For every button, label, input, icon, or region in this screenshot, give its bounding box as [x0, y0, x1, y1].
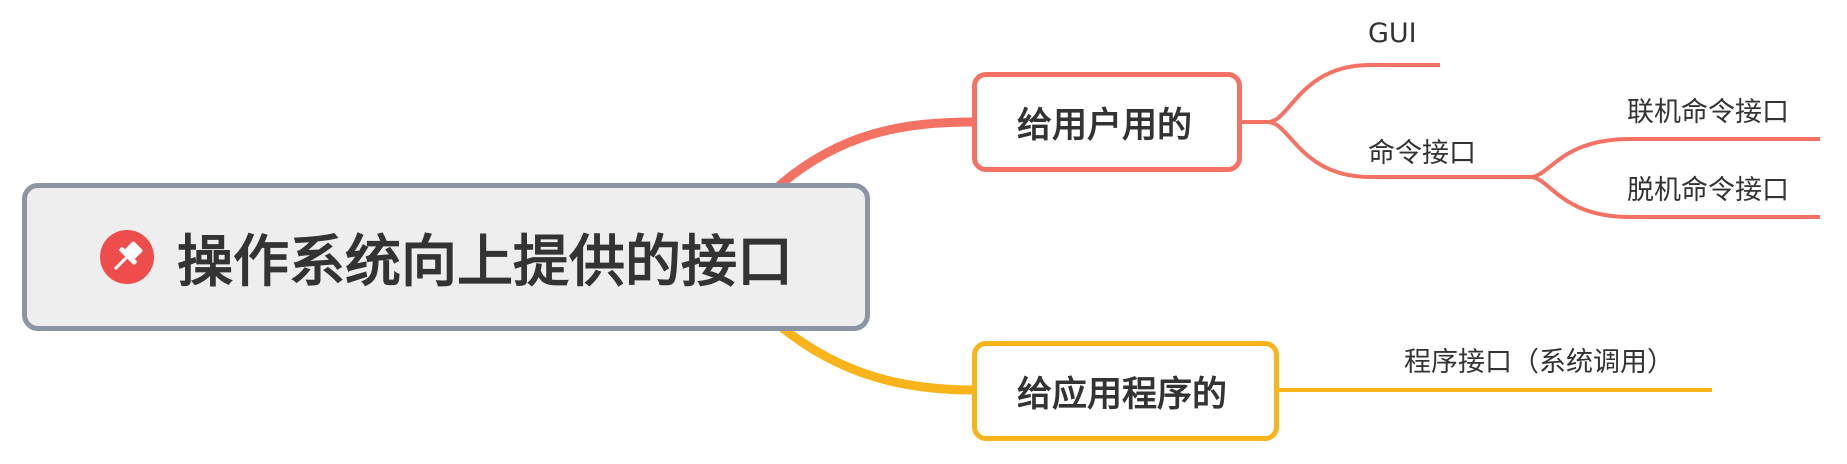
- connector-users-to-command: [1267, 120, 1530, 179]
- leaf-command-interface[interactable]: 命令接口: [1368, 138, 1476, 169]
- leaf-offline-command-interface[interactable]: 脱机命令接口: [1627, 175, 1789, 206]
- branch-label-users: 给用户用的: [1017, 105, 1193, 146]
- connector-root-to-users: [775, 117, 979, 190]
- connector-root-to-apps: [775, 321, 979, 395]
- connector-users-to-gui: [1242, 63, 1440, 124]
- root-topic[interactable]: 操作系统向上提供的接口: [22, 183, 870, 331]
- pin-icon: [99, 229, 155, 285]
- leaf-program-interface[interactable]: 程序接口（系统调用）: [1404, 347, 1674, 378]
- root-title: 操作系统向上提供的接口: [177, 229, 793, 295]
- branch-node-users[interactable]: 给用户用的: [972, 72, 1242, 172]
- connector-command-to-offline: [1529, 175, 1820, 219]
- connector-command-to-online: [1529, 137, 1820, 179]
- branch-label-apps: 给应用程序的: [1017, 374, 1228, 415]
- branch-node-apps[interactable]: 给应用程序的: [972, 341, 1279, 441]
- leaf-online-command-interface[interactable]: 联机命令接口: [1627, 97, 1789, 128]
- leaf-gui[interactable]: GUI: [1368, 18, 1417, 49]
